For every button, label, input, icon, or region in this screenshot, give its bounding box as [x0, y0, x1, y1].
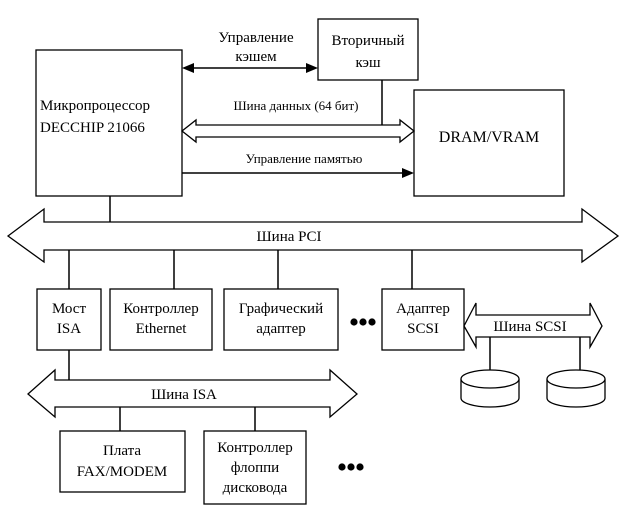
- graphics-label-line2: адаптер: [256, 321, 306, 337]
- scsi-adapter-label-line1: Адаптер: [396, 301, 450, 317]
- cpu-label-line1: Микропроцессор: [40, 98, 150, 114]
- scsi-disk-2: [546, 369, 606, 408]
- graphics-adapter-block: Графический адаптер: [223, 288, 339, 351]
- fax-modem-block: Плата FAX/MODEM: [59, 430, 186, 493]
- floppy-label-line1: Контроллер: [217, 440, 292, 456]
- ethernet-label-line1: Контроллер: [123, 301, 198, 317]
- cpu-block: Микропроцессор DECCHIP 21066: [35, 49, 183, 197]
- fax-modem-label-line2: FAX/MODEM: [77, 464, 168, 480]
- pci-bus: Шина PCI: [6, 196, 620, 264]
- cache-control-label-line1: Управление: [218, 30, 294, 46]
- dram-label: DRAM/VRAM: [439, 129, 539, 146]
- graphics-label-line1: Графический: [239, 301, 323, 317]
- isa-bus: Шина ISA: [27, 350, 358, 431]
- cache-label-line2: кэш: [355, 55, 381, 71]
- fax-modem-label-line1: Плата: [103, 443, 141, 459]
- cpu-label-line2: DECCHIP 21066: [40, 120, 145, 136]
- data-bus-link: Шина данных (64 бит): [180, 80, 416, 144]
- isa-bus-label: Шина ISA: [151, 387, 217, 403]
- memory-control-link: Управление памятью: [182, 151, 414, 178]
- isa-bridge-label-line1: Мост: [52, 301, 86, 317]
- pci-bus-label: Шина PCI: [257, 229, 322, 245]
- ethernet-controller-block: Контроллер Ethernet: [109, 288, 213, 351]
- secondary-cache-block: Вторичный кэш: [317, 18, 419, 81]
- floppy-controller-block: Контроллер флоппи дисковода: [203, 430, 307, 505]
- cache-label-line1: Вторичный: [331, 33, 404, 49]
- cache-control-link: Управление кэшем: [182, 30, 318, 73]
- scsi-adapter-label-line2: SCSI: [407, 321, 439, 337]
- floppy-label-line2: флоппи: [231, 460, 279, 476]
- isa-bridge-block: Мост ISA: [36, 288, 102, 351]
- isa-bridge-label-line2: ISA: [57, 321, 81, 337]
- memory-control-label: Управление памятью: [246, 151, 363, 166]
- more-devices-ellipsis: [350, 318, 376, 326]
- scsi-bus-label: Шина SCSI: [493, 319, 566, 335]
- ethernet-label-line2: Ethernet: [136, 321, 188, 337]
- scsi-bus: Шина SCSI: [463, 302, 603, 370]
- floppy-label-line3: дисковода: [223, 480, 288, 496]
- more-isa-devices-ellipsis: [338, 463, 364, 471]
- scsi-adapter-block: Адаптер SCSI: [381, 288, 465, 351]
- cache-control-label-line2: кэшем: [235, 49, 277, 65]
- dram-block: DRAM/VRAM: [413, 89, 565, 197]
- pci-connectors: [68, 250, 413, 289]
- data-bus-label: Шина данных (64 бит): [234, 98, 359, 113]
- scsi-disk-1: [460, 369, 520, 408]
